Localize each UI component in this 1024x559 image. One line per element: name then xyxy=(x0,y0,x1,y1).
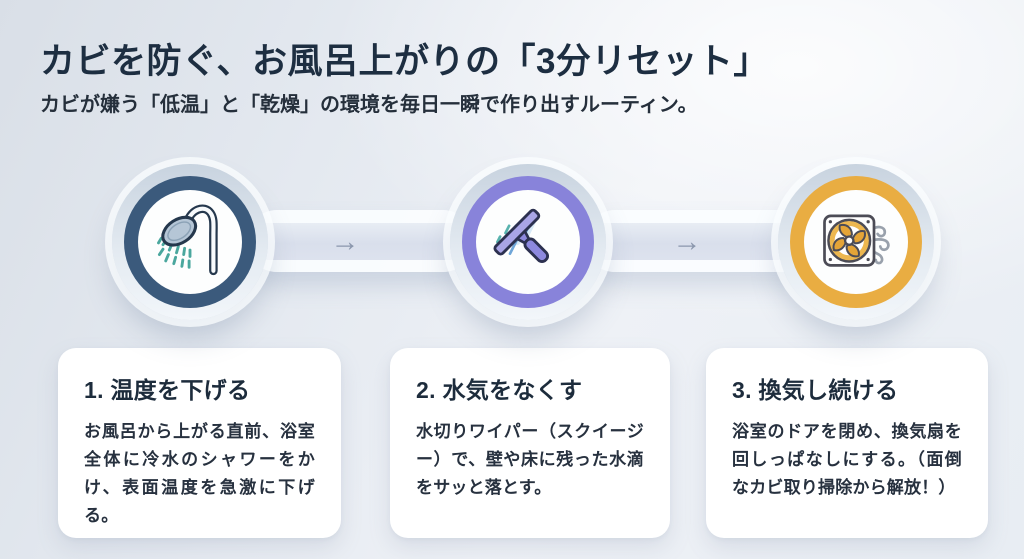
step-node-shower xyxy=(112,164,268,320)
shower-icon xyxy=(157,204,218,276)
step-card-title: 1. 温度を下げる xyxy=(84,377,251,403)
step-card-title: 2. 水気をなくす xyxy=(416,377,583,403)
arrow-right-icon: → xyxy=(672,226,702,258)
step-card-3: 3. 換気し続ける 浴室のドアを閉め、換気扇を回しっぱなしにする。（面倒なカビ取… xyxy=(706,348,988,538)
node-inner-circle xyxy=(138,190,242,294)
step-node-fan xyxy=(778,164,934,320)
step-card-2: 2. 水気をなくす 水切りワイパー（スクイージー）で、壁や床に残った水滴をサッと… xyxy=(390,348,670,538)
step-card-body: 水切りワイパー（スクイージー）で、壁や床に残った水滴をサッと落とす。 xyxy=(416,422,644,497)
step-card-body: 浴室のドアを閉め、換気扇を回しっぱなしにする。（面倒なカビ取り掃除から解放！） xyxy=(732,422,962,497)
node-inner-circle xyxy=(476,190,580,294)
fan-icon xyxy=(823,214,890,267)
connector-bar-2 xyxy=(578,223,816,260)
page-subtitle: カビが嫌う「低温」と「乾燥」の環境を毎日一瞬で作り出すルーティン。 xyxy=(40,94,698,116)
page-title: カビを防ぐ、お風呂上がりの「3分リセット」 xyxy=(40,42,769,81)
squeegee-icon xyxy=(493,208,550,264)
arrow-right-icon: → xyxy=(330,226,360,258)
step-card-body: お風呂から上がる直前、浴室全体に冷水のシャワーをかけ、表面温度を急激に下げる。 xyxy=(84,422,315,525)
node-inner-circle xyxy=(804,190,908,294)
connector-bar-1 xyxy=(240,223,480,260)
step-card-1: 1. 温度を下げる お風呂から上がる直前、浴室全体に冷水のシャワーをかけ、表面温… xyxy=(58,348,341,538)
step-card-title: 3. 換気し続ける xyxy=(732,377,899,403)
step-node-squeegee xyxy=(450,164,606,320)
